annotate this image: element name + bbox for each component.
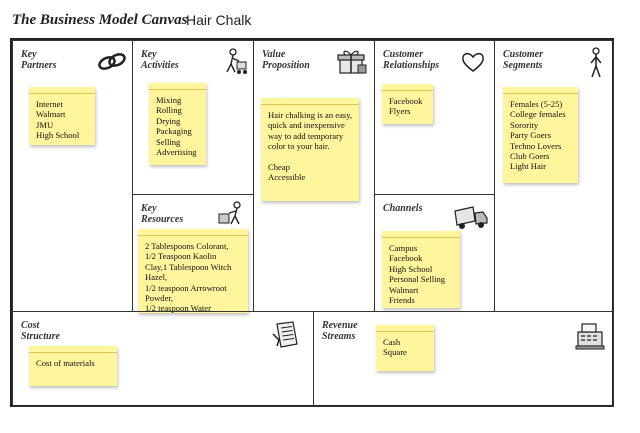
- list-item: 2 Tablespoons Colorant,: [145, 241, 229, 251]
- value-proposition-section: Value Proposition Hair chalking is an ea…: [253, 40, 375, 312]
- list-item: Walmart: [36, 109, 66, 120]
- list-item: Cheap: [268, 161, 290, 172]
- value-proposition-note: Hair chalking is an easy, quick and inex…: [261, 98, 359, 201]
- revenue-streams-section: Revenue Streams Cash Square: [313, 311, 614, 407]
- worker-cart-icon: [226, 48, 247, 74]
- channels-section: Channels Campus Facebook High School Per…: [374, 194, 495, 312]
- key-partners-note: Internet Walmart JMU High School: [29, 87, 95, 145]
- customer-segments-section: Customer Segments Females (5-25) College…: [494, 40, 614, 312]
- cost-structure-note: Cost of materials: [29, 346, 117, 386]
- key-activities-title: Key Activities: [141, 49, 179, 71]
- person-icon: [590, 47, 602, 78]
- list-item: High School: [389, 263, 433, 274]
- list-item: Techno Lovers: [510, 140, 562, 151]
- list-item: Personal Selling: [389, 274, 446, 285]
- list-item: Walmart: [389, 284, 419, 295]
- list-item: Powder,: [145, 293, 174, 304]
- key-resources-title: Key Resources: [141, 203, 184, 225]
- list-item: College females: [510, 109, 566, 120]
- list-item: Cost of materials: [36, 358, 95, 368]
- revenue-streams-note: Cash Square: [376, 325, 434, 371]
- key-activities-note: Mixing Rolling Drying Packaging Selling …: [149, 83, 206, 165]
- customer-relationships-title: Customer Relationships: [383, 49, 440, 71]
- value-proposition-title: Value Proposition: [262, 49, 310, 71]
- list-item: Internet: [36, 99, 63, 109]
- list-item: Facebook: [389, 96, 423, 106]
- business-model-canvas: Key Partners Internet Walmart JMU High S…: [10, 38, 614, 407]
- list-item: Light Hair: [510, 161, 547, 172]
- key-partners-title: Key Partners: [21, 49, 57, 71]
- list-item: Facebook: [389, 253, 423, 264]
- key-resources-section: Key Resources 2 Tablespoons Colorant, 1/…: [132, 194, 254, 313]
- list-item: 1/2 teaspoon Arrowroot: [145, 282, 227, 293]
- delivery-truck-icon: [454, 206, 488, 229]
- customer-segments-title: Customer Segments: [503, 49, 544, 71]
- factory-worker-icon: [218, 201, 241, 225]
- list-item: Flyers: [389, 106, 411, 117]
- list-item: Drying: [156, 115, 181, 126]
- revenue-streams-title: Revenue Streams: [322, 320, 358, 342]
- gift-box-icon: [337, 50, 367, 74]
- customer-relationships-note: Facebook Flyers: [382, 84, 433, 124]
- list-item: Hazel,: [145, 272, 168, 283]
- list-item: Rolling: [156, 105, 182, 116]
- list-item: Advertising: [156, 147, 197, 158]
- list-item: Cash: [383, 337, 401, 347]
- list-item: 1/2 teaspoon Water: [145, 303, 211, 314]
- canvas-subtitle: Hair Chalk: [186, 12, 252, 28]
- list-item: Campus: [389, 243, 418, 253]
- list-item: Party Goers: [510, 130, 551, 141]
- channels-note: Campus Facebook High School Personal Sel…: [382, 231, 460, 308]
- list-item: Selling: [156, 136, 181, 147]
- canvas-title: The Business Model Canvas: [12, 12, 188, 28]
- key-activities-section: Key Activities Mixing Rolling Drying Pac…: [132, 40, 254, 195]
- list-item: Females (5-25): [510, 99, 563, 109]
- list-item: 1/2 Teaspoon Kaolin: [145, 251, 217, 262]
- value-proposition-description: Hair chalking is an easy, quick and inex…: [268, 110, 353, 152]
- cost-structure-title: Cost Structure: [21, 320, 60, 342]
- list-item: JMU: [36, 119, 54, 130]
- key-partners-section: Key Partners Internet Walmart JMU High S…: [12, 40, 133, 312]
- list-item: Friends: [389, 295, 415, 306]
- list-item: Square: [383, 347, 407, 358]
- key-resources-note: 2 Tablespoons Colorant, 1/2 Teaspoon Kao…: [138, 229, 248, 313]
- cash-register-icon: [575, 323, 605, 350]
- list-item: Accessible: [268, 172, 306, 183]
- channels-title: Channels: [383, 203, 423, 214]
- customer-relationships-section: Customer Relationships Facebook Flyers: [374, 40, 495, 195]
- list-item: Sorority: [510, 119, 539, 130]
- heart-icon: [462, 52, 484, 72]
- chain-link-icon: [98, 53, 126, 70]
- list-item: High School: [36, 130, 80, 141]
- cost-structure-section: Cost Structure Cost of materials: [12, 311, 314, 407]
- customer-segments-note: Females (5-25) College females Sorority …: [503, 87, 578, 183]
- list-item: Clay,1 Tablespoon Witch: [145, 261, 232, 272]
- list-item: Mixing: [156, 95, 182, 105]
- receipt-icon: [272, 321, 298, 348]
- list-item: Packaging: [156, 126, 192, 137]
- list-item: Club Goers: [510, 151, 550, 162]
